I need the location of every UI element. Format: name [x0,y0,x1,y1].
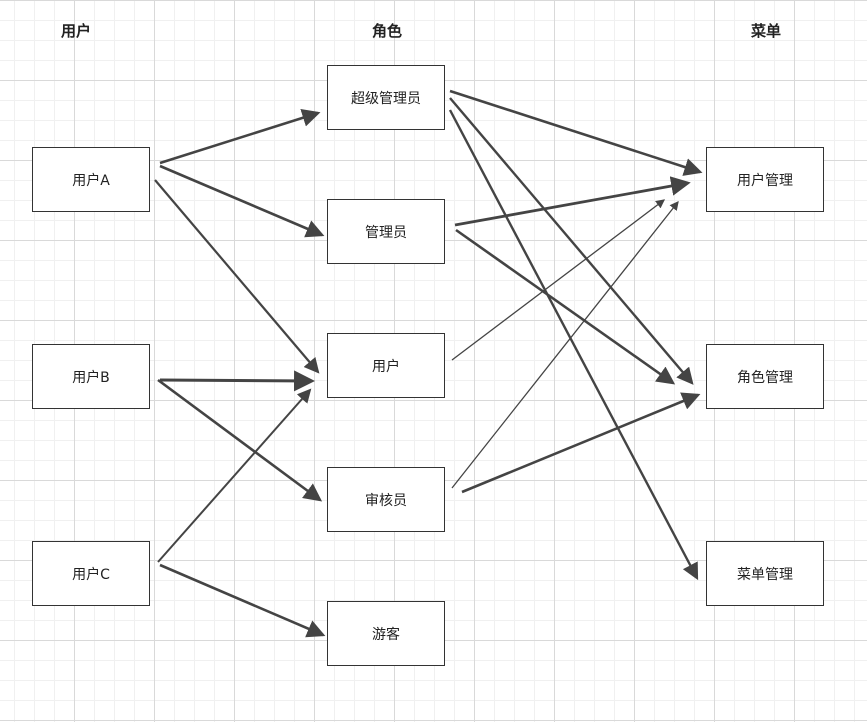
arrow-admin-rolemgmt [455,228,676,385]
role-node-super-admin[interactable]: 超级管理员 [327,65,445,130]
arrow-user-usermgmt [451,199,666,361]
arrow-usera-superadmin [159,109,321,165]
arrow-usera-admin [159,164,325,238]
arrow-superadmin-rolemgmt [449,97,694,385]
arrow-auditor-rolemgmt [461,392,701,494]
header-menus: 菜单 [750,22,781,40]
role-node-auditor[interactable]: 审核员 [327,467,445,532]
user-node-a[interactable]: 用户A [32,147,150,212]
arrow-userc-guest [159,563,326,638]
arrow-superadmin-menumgmt [448,109,699,581]
menu-node-role-management[interactable]: 角色管理 [706,344,824,409]
user-node-c[interactable]: 用户C [32,541,150,606]
role-node-user[interactable]: 用户 [327,333,445,398]
arrow-admin-usermgmt [454,176,691,227]
arrow-userc-user [157,388,312,563]
role-node-admin[interactable]: 管理员 [327,199,445,264]
arrow-userb-auditor [157,378,323,502]
arrow-userb-user [159,370,315,392]
header-roles: 角色 [371,22,402,40]
arrow-superadmin-usermgmt [449,89,703,176]
user-node-b[interactable]: 用户B [32,344,150,409]
role-node-guest[interactable]: 游客 [327,601,445,666]
header-users: 用户 [60,22,91,40]
menu-node-user-management[interactable]: 用户管理 [706,147,824,212]
menu-node-menu-management[interactable]: 菜单管理 [706,541,824,606]
arrow-usera-user [154,179,320,374]
arrow-auditor-usermgmt [451,200,679,489]
